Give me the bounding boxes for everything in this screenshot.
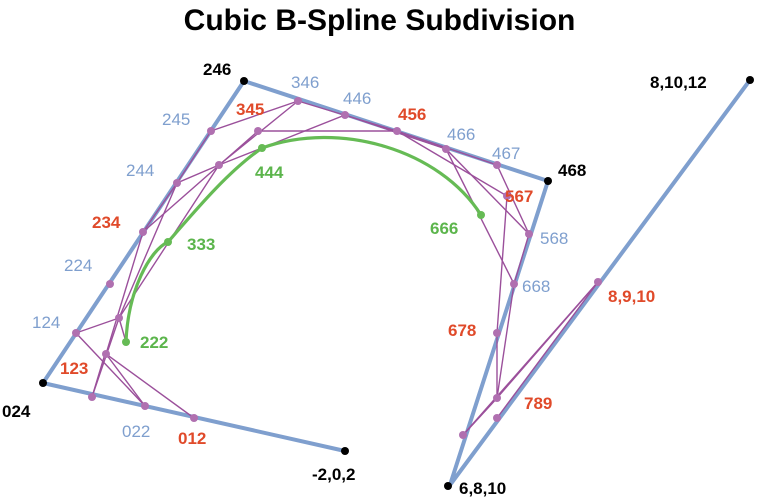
point-789 — [493, 394, 501, 402]
curve-point-666 — [477, 211, 485, 219]
control-point-024 — [39, 379, 47, 387]
point-bottom-right — [459, 431, 467, 439]
label-124: 124 — [32, 313, 60, 332]
label-245: 245 — [162, 110, 190, 129]
point-123 — [102, 350, 110, 358]
label-123: 123 — [60, 359, 88, 378]
point-224 — [106, 280, 114, 288]
refined-polygon-diag2 — [105, 353, 146, 407]
point-567 — [503, 192, 511, 200]
label-668: 668 — [522, 277, 550, 296]
point-345 — [254, 127, 262, 135]
control-point-468 — [544, 177, 552, 185]
label-024: 024 — [2, 402, 31, 421]
point-8-9-10 — [594, 278, 602, 286]
point-668 — [510, 280, 518, 288]
refined-polygon-left — [74, 100, 299, 407]
label-466: 466 — [447, 125, 475, 144]
label-012: 012 — [178, 429, 206, 448]
label-666: 666 — [430, 219, 458, 238]
point-467 — [493, 161, 501, 169]
label-222: 222 — [140, 333, 168, 352]
curve-point-222 — [122, 338, 130, 346]
label-224: 224 — [64, 256, 92, 275]
point-022 — [141, 402, 149, 410]
control-point-246 — [240, 77, 248, 85]
point-mid-left — [115, 314, 123, 322]
diagram-title: Cubic B-Spline Subdivision — [183, 4, 576, 37]
label-244: 244 — [126, 161, 154, 180]
control-point-minus-2-0-2 — [341, 447, 349, 455]
labels: 024 246 468 6,8,10 8,10,12 -2,0,2 012 12… — [2, 60, 707, 498]
point-446 — [341, 111, 349, 119]
point-245 — [207, 127, 215, 135]
point-124 — [72, 329, 80, 337]
label-467: 467 — [492, 144, 520, 163]
label-minus-2-0-2: -2,0,2 — [312, 465, 355, 484]
label-022: 022 — [122, 422, 150, 441]
limit-curve — [124, 135, 483, 343]
label-333: 333 — [187, 235, 215, 254]
point-lower-left — [88, 393, 96, 401]
control-points — [39, 76, 754, 490]
label-346: 346 — [291, 73, 319, 92]
point-234 — [139, 228, 147, 236]
label-234: 234 — [92, 213, 121, 232]
curve-points — [122, 144, 485, 346]
label-444: 444 — [255, 163, 284, 182]
point-678 — [493, 329, 501, 337]
point-012 — [190, 414, 198, 422]
label-468: 468 — [558, 161, 586, 180]
label-446: 446 — [343, 89, 371, 108]
label-789: 789 — [524, 394, 552, 413]
point-466 — [442, 145, 450, 153]
refined-points — [72, 97, 602, 439]
point-244 — [173, 179, 181, 187]
curve-point-333 — [164, 238, 172, 246]
label-345: 345 — [236, 100, 264, 119]
label-568: 568 — [540, 229, 568, 248]
control-point-6-8-10 — [444, 482, 452, 490]
label-456: 456 — [398, 105, 426, 124]
point-lower-right — [493, 414, 501, 422]
label-678: 678 — [448, 321, 476, 340]
label-8-10-12: 8,10,12 — [650, 73, 707, 92]
refined-polygon-diag7 — [496, 281, 599, 419]
point-346 — [294, 97, 302, 105]
point-568 — [525, 230, 533, 238]
label-8-9-10: 8,9,10 — [608, 287, 655, 306]
control-point-8-10-12 — [746, 76, 754, 84]
label-6-8-10: 6,8,10 — [459, 479, 506, 498]
curve-point-444 — [258, 144, 266, 152]
label-567: 567 — [505, 187, 533, 206]
point-inner-244 — [215, 161, 223, 169]
label-246: 246 — [203, 60, 231, 79]
point-456 — [393, 127, 401, 135]
